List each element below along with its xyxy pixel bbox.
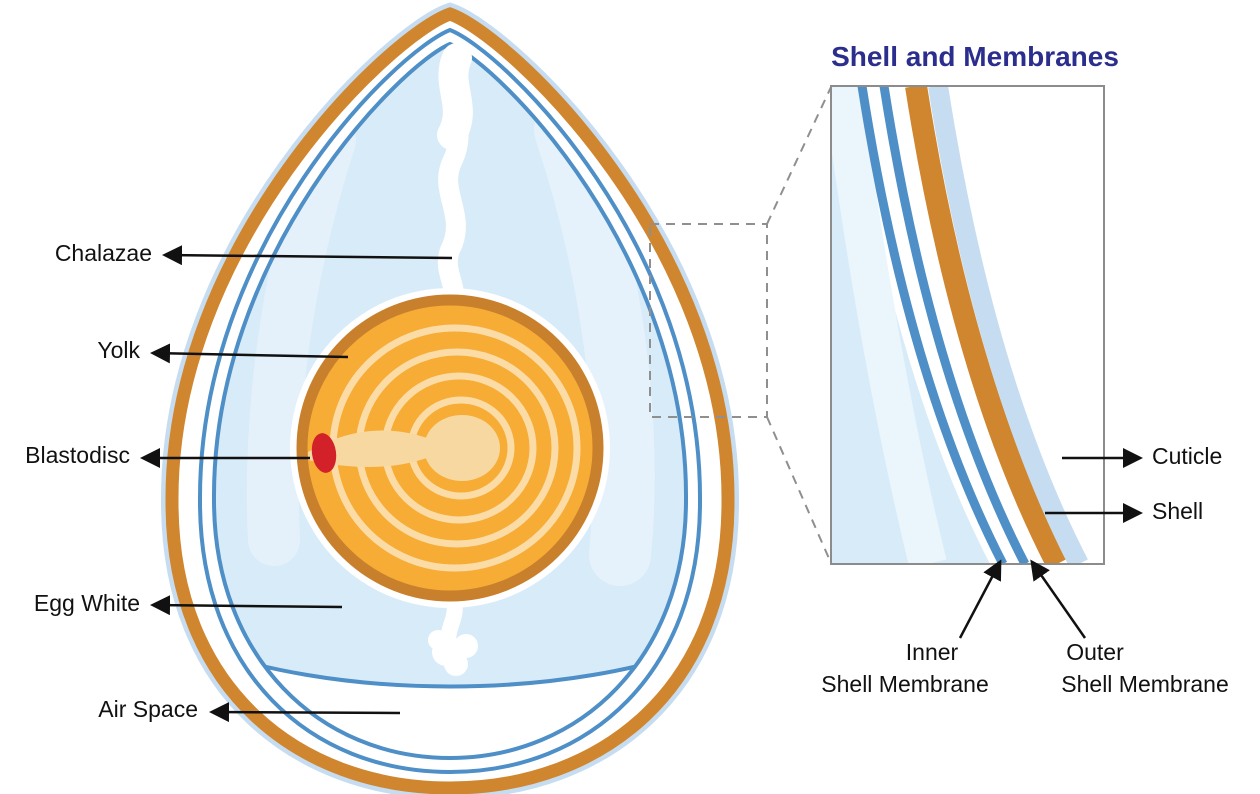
egg-cross-section (160, 2, 740, 794)
inner-membrane-arrow (958, 559, 1002, 639)
roi-connector-bottom (766, 416, 832, 564)
label-cuticle: Cuticle (1152, 443, 1222, 469)
chalazae-arrow (162, 245, 453, 266)
inset-cuticle-band (928, 86, 1088, 564)
inset-inner-membrane (857, 86, 1007, 564)
inset-box-border (830, 85, 1105, 565)
yolk-center (424, 415, 500, 481)
inner-shell-membrane-line (211, 41, 689, 761)
chalazae-lower-blob (428, 630, 478, 676)
outer-membrane-arrow (1030, 559, 1087, 639)
label-inner-membrane-line1: Inner (906, 639, 959, 665)
blastodisc-spot (311, 433, 337, 473)
yolk-swirl-channel (308, 430, 450, 468)
roi-dashed-rect (649, 223, 768, 418)
label-outer-membrane-line1: Outer (1066, 639, 1124, 665)
label-blastodisc: Blastodisc (25, 442, 130, 468)
egg-shell (165, 7, 735, 794)
label-yolk: Yolk (97, 337, 140, 363)
label-chalazae: Chalazae (55, 240, 152, 266)
inset-shell-band (905, 86, 1067, 564)
inset-outer-membrane (879, 86, 1029, 564)
left-labels: Chalazae Yolk Blastodisc Egg White Air S… (25, 240, 453, 723)
air-space-arrow (209, 702, 401, 723)
yolk (290, 288, 610, 608)
roi-connector-top (766, 86, 832, 225)
egg-white-arrow (150, 595, 343, 616)
label-air-space: Air Space (98, 696, 198, 722)
label-outer-membrane-line2: Shell Membrane (1061, 671, 1228, 697)
yolk-arrow (150, 343, 349, 364)
inset-egg-white (831, 86, 990, 564)
label-egg-white: Egg White (34, 590, 140, 616)
inset-detail (830, 85, 1105, 565)
outer-shell-membrane-line (197, 27, 703, 775)
inset-egg-white-highlight (831, 86, 947, 564)
magnifier-links (649, 86, 832, 564)
inset-labels: Cuticle Shell Inner Shell Membrane Outer… (821, 443, 1228, 697)
label-shell: Shell (1152, 498, 1203, 524)
inset-title: Shell and Membranes (831, 41, 1119, 72)
label-inner-membrane-line2: Shell Membrane (821, 671, 988, 697)
